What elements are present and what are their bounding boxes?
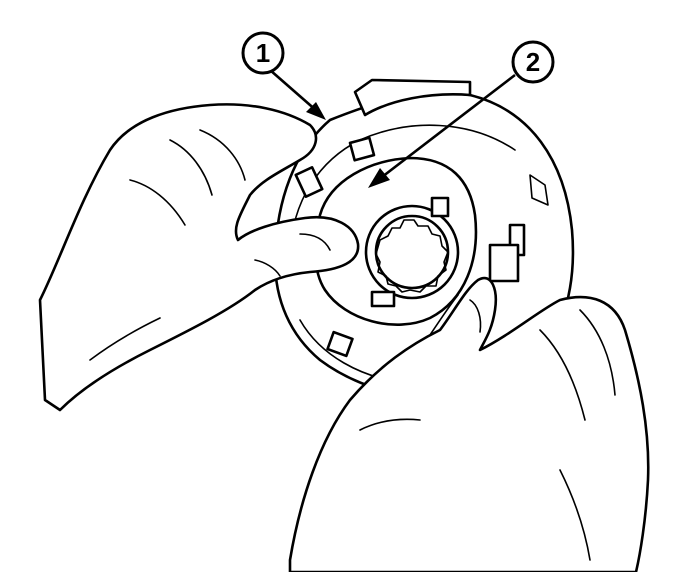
callout-1-circle bbox=[241, 31, 285, 75]
callout-2: 2 bbox=[368, 40, 555, 188]
right-hand bbox=[288, 276, 650, 572]
callout-2-label: 2 bbox=[526, 47, 540, 77]
callout-1-label: 1 bbox=[256, 38, 270, 68]
callout-1: 1 bbox=[241, 31, 326, 120]
callout-2-circle bbox=[511, 40, 555, 84]
left-hand bbox=[38, 103, 360, 412]
clockspring-rotor bbox=[314, 156, 478, 326]
